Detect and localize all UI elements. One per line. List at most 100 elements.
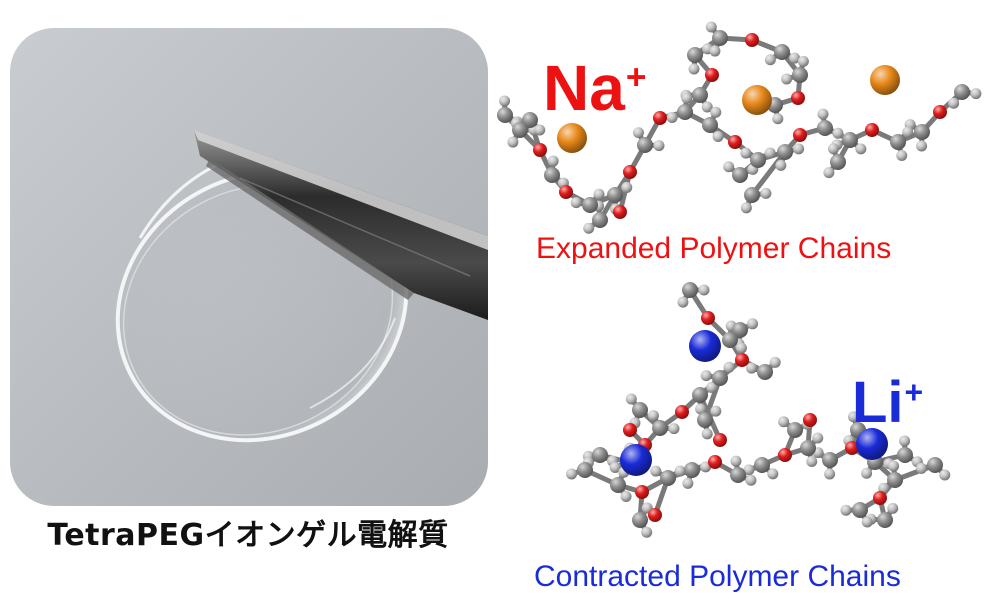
hydrogen-atom [620, 490, 632, 502]
hydrogen-atom [695, 403, 707, 415]
hydrogen-atom [769, 356, 781, 368]
hydrogen-atom [740, 147, 752, 159]
oxygen-atom [845, 441, 859, 455]
sodium-ion-atom [557, 123, 587, 153]
hydrogen-atom [812, 432, 824, 444]
hydrogen-atom [896, 149, 908, 161]
carbon-atom [777, 144, 793, 160]
hydrogen-atom [677, 296, 689, 308]
carbon-atom [722, 332, 738, 348]
oxygen-atom [778, 448, 792, 462]
hydrogen-atom [861, 467, 873, 479]
oxygen-atom [533, 143, 547, 157]
hydrogen-atom [674, 465, 686, 477]
oxygen-atom [635, 485, 649, 499]
carbon-atom [887, 472, 903, 488]
hydrogen-atom [547, 155, 559, 167]
expanded-polymer-model [497, 21, 982, 234]
carbon-atom [954, 84, 970, 100]
hydrogen-atom [609, 461, 621, 473]
carbon-atom [890, 134, 906, 150]
carbon-atom [787, 422, 803, 438]
hydrogen-atom [706, 381, 718, 393]
carbon-atom [927, 457, 943, 473]
carbon-atom [914, 124, 930, 140]
hydrogen-atom [566, 468, 578, 480]
contracted-chains-caption: Contracted Polymer Chains [534, 560, 901, 593]
hydrogen-atom [916, 140, 928, 152]
oxygen-atom [803, 413, 817, 427]
carbon-atom [512, 122, 528, 138]
hydrogen-atom [653, 140, 665, 152]
oxygen-atom [873, 491, 887, 505]
sodium-symbol: Na [543, 52, 625, 124]
carbon-atom [684, 462, 700, 478]
hydrogen-atom [887, 502, 899, 514]
oxygen-atom [791, 91, 805, 105]
carbon-atom [852, 502, 868, 518]
oxygen-atom [559, 185, 573, 199]
hydrogen-atom [709, 45, 721, 57]
hydrogen-atom [840, 504, 852, 516]
hydrogen-atom [723, 161, 735, 173]
carbon-atom [712, 30, 728, 46]
hydrogen-atom [710, 106, 722, 118]
carbon-atom [842, 132, 858, 148]
expanded-chains-caption: Expanded Polymer Chains [536, 232, 892, 265]
hydrogen-atom [823, 167, 835, 179]
hydrogen-atom [700, 370, 712, 382]
hydrogen-atom [740, 202, 752, 214]
carbon-atom [732, 167, 748, 183]
hydrogen-atom [593, 188, 605, 200]
hydrogen-atom [499, 95, 511, 107]
carbon-atom [607, 187, 623, 203]
hydrogen-atom [747, 318, 759, 330]
oxygen-atom [613, 205, 627, 219]
carbon-atom [582, 197, 598, 213]
carbon-atom [637, 137, 653, 153]
carbon-atom [632, 402, 648, 418]
hydrogen-atom [847, 411, 859, 423]
oxygen-atom [865, 123, 879, 137]
lithium-symbol: Li [852, 370, 904, 435]
carbon-atom [692, 87, 708, 103]
hydrogen-atom [772, 113, 784, 125]
carbon-atom [830, 154, 846, 170]
hydrogen-atom [621, 181, 633, 193]
hydrogen-atom [583, 222, 595, 234]
oxygen-atom [648, 508, 662, 522]
hydrogen-atom [666, 111, 678, 123]
hydrogen-atom [650, 465, 662, 477]
hydrogen-atom [698, 284, 710, 296]
hydrogen-atom [806, 455, 818, 467]
hydrogen-atom [668, 423, 680, 435]
oxygen-atom [933, 105, 947, 119]
lithium-ion-atom [856, 428, 888, 460]
oxygen-atom [793, 128, 807, 142]
carbon-atom [757, 364, 773, 380]
oxygen-atom [745, 33, 759, 47]
sodium-ion-atom [870, 65, 900, 95]
hydrogen-atom [948, 97, 960, 109]
carbon-atom [660, 470, 676, 486]
carbon-atom [897, 447, 913, 463]
hydrogen-atom [641, 526, 653, 538]
contracted-polymer-model [566, 282, 951, 538]
hydrogen-atom [939, 469, 951, 481]
hydrogen-atom [710, 405, 722, 417]
hydrogen-atom [824, 468, 836, 480]
gel-photo-illustration [10, 28, 488, 506]
lithium-ion-label: Li+ [852, 374, 923, 432]
oxygen-atom [701, 311, 715, 325]
hydrogen-atom [778, 416, 790, 428]
hydrogen-atom [767, 468, 779, 480]
hydrogen-atom [682, 477, 694, 489]
hydrogen-atom [899, 435, 911, 447]
hydrogen-atom [507, 136, 519, 148]
sodium-ion-atom [742, 85, 772, 115]
carbon-atom [687, 47, 703, 63]
hydrogen-atom [793, 143, 805, 155]
hydrogen-atom [746, 362, 758, 374]
carbon-atom [692, 387, 708, 403]
carbon-atom [677, 104, 693, 120]
